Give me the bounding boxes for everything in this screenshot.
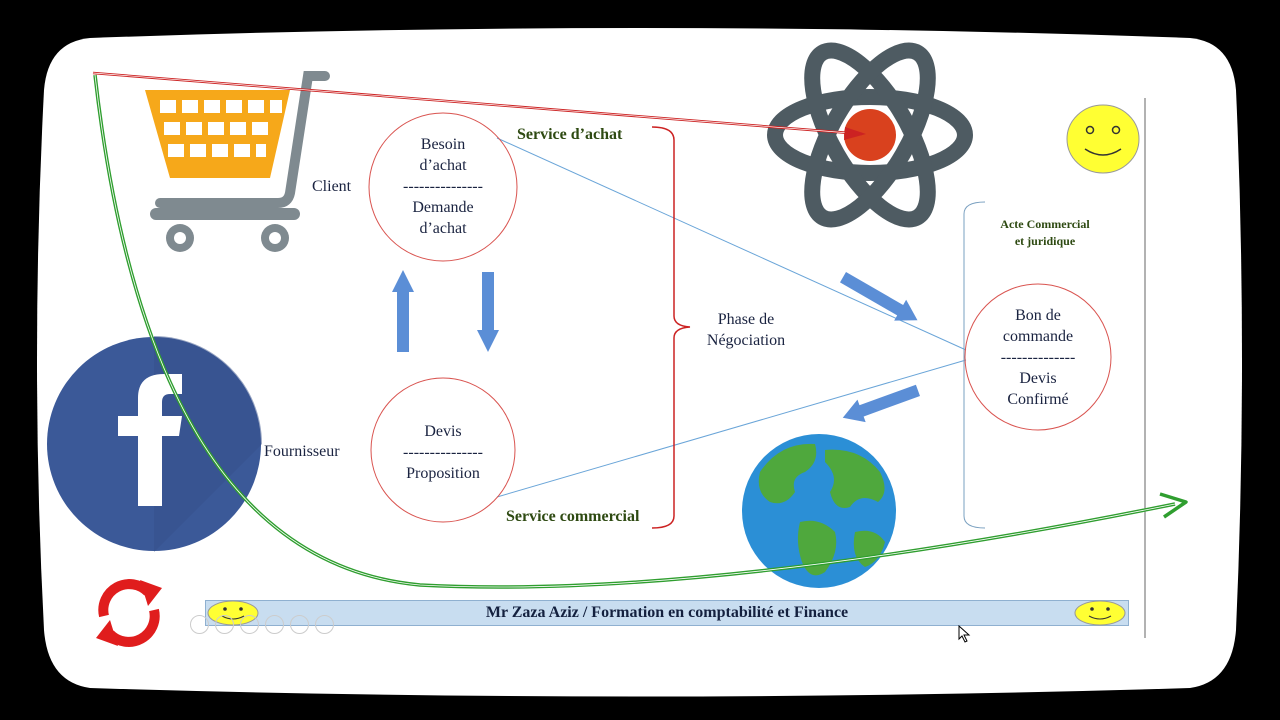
nav-more-icon[interactable] (315, 615, 334, 634)
arrow-left-down-icon (842, 384, 920, 423)
circle-devis (370, 377, 516, 523)
fournisseur-label: Fournisseur (264, 443, 340, 460)
smiley-icon (1066, 104, 1140, 174)
circle-bon-line2: commande (1002, 328, 1074, 345)
phase-line2: Négociation (706, 332, 786, 349)
slide-nav-controls[interactable] (190, 615, 334, 634)
acte-bracket (963, 201, 986, 529)
facebook-icon (47, 336, 262, 552)
refresh-icon (96, 579, 162, 647)
arrow-down-icon (477, 272, 499, 352)
connector-line-top (496, 137, 967, 351)
cursor-icon (958, 625, 971, 643)
phase-negociation-label: Phase de Négociation (696, 309, 796, 351)
service-achat-label: Service d’achat (517, 126, 623, 143)
client-label: Client (312, 178, 352, 195)
circle-devis-separator: --------------- (403, 444, 483, 461)
circle-besoin-line2: d’achat (419, 157, 467, 174)
negotiation-brace (651, 126, 691, 529)
footer-banner-text: Mr Zaza Aziz / Formation en comptabilité… (485, 604, 849, 621)
circle-bon-line4: Confirmé (1007, 391, 1069, 408)
circle-bon-line1: Bon de (1015, 307, 1061, 324)
connector-line-bottom (496, 359, 967, 498)
circle-besoin-separator: --------------- (403, 178, 483, 195)
shopping-cart-icon (145, 71, 330, 252)
circle-bon-separator: -------------- (1000, 349, 1076, 366)
circle-besoin-line1: Besoin (420, 136, 466, 153)
acte-commercial-label: Acte Commercial et juridique (990, 216, 1100, 250)
circle-bon-line3: Devis (1019, 370, 1057, 387)
footer-banner: Mr Zaza Aziz / Formation en comptabilité… (205, 600, 1129, 626)
circle-devis-line2: Proposition (406, 465, 480, 482)
smiley-right-icon (1074, 600, 1126, 626)
service-commercial-label: Service commercial (506, 508, 640, 525)
acte-line1: Acte Commercial (1000, 217, 1090, 231)
nav-prev-icon[interactable] (190, 615, 209, 634)
circle-bon-commande (964, 283, 1112, 431)
nav-next-icon[interactable] (215, 615, 234, 634)
circle-devis-line1: Devis (424, 423, 462, 440)
circle-besoin-line3: Demande (412, 199, 474, 216)
atom-icon (767, 42, 973, 228)
nav-zoom-icon[interactable] (290, 615, 309, 634)
nav-slides-icon[interactable] (265, 615, 284, 634)
arrow-right-down-icon (840, 272, 918, 321)
circle-besoin (368, 112, 518, 262)
circle-devis-text: Devis --------------- Proposition (383, 421, 503, 484)
circle-besoin-text: Besoin d’achat --------------- Demande d… (383, 134, 503, 239)
phase-line1: Phase de (717, 311, 775, 328)
nav-pen-icon[interactable] (240, 615, 259, 634)
acte-line2: et juridique (1014, 234, 1076, 248)
arrow-up-icon (392, 270, 414, 352)
green-arrow (93, 74, 1188, 589)
red-arrow (92, 71, 866, 140)
circle-besoin-line4: d’achat (419, 220, 467, 237)
circle-bon-commande-text: Bon de commande -------------- Devis Con… (978, 305, 1098, 410)
